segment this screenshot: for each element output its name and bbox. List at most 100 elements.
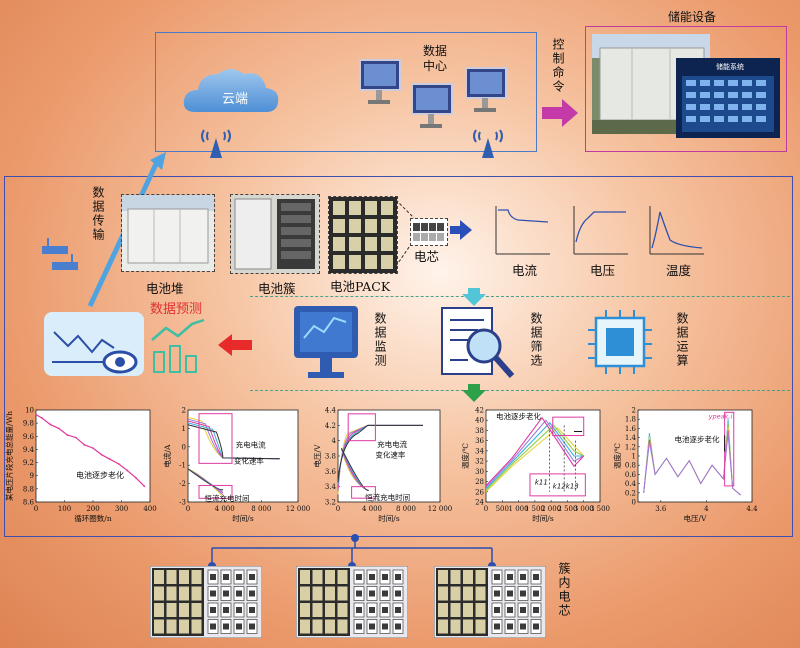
x-tick-label: 3 000 <box>574 505 594 513</box>
data-prediction-label: 数据预测 <box>150 302 203 317</box>
y-tick-label: 26 <box>475 488 484 496</box>
mini-plot-temperature-label: 温度 <box>666 263 692 278</box>
y-tick-label: 8.6 <box>23 499 35 507</box>
chart-annotation: 变化速率 <box>375 450 405 460</box>
x-tick-label: 300 <box>115 505 128 513</box>
y-tick-label: 1.8 <box>625 416 636 424</box>
temperature-series <box>485 421 584 490</box>
x-axis-label: 时间/s <box>378 513 400 523</box>
aging-energy-point <box>83 443 86 446</box>
y-tick-label: 3.8 <box>325 453 336 461</box>
battery-cluster-label: 电池簇 <box>258 281 296 296</box>
y-tick-label: 40 <box>475 417 484 425</box>
voltage-series <box>337 424 423 483</box>
cluster-cells-label: 簇内电芯 <box>557 562 571 618</box>
x-axis-label: 循环圈数/n <box>74 513 112 523</box>
temperature-series <box>485 424 584 491</box>
x-axis-label: 时间/s <box>532 513 554 523</box>
server-monitor-icon <box>465 67 507 112</box>
y-tick-label: 34 <box>475 447 484 455</box>
cluster-cells-photo <box>296 566 408 638</box>
aging-energy-point <box>143 485 146 488</box>
chart-annotation: 充电电流 <box>377 439 407 449</box>
y-tick-label: 42 <box>475 407 484 415</box>
cluster-cells-photo <box>434 566 546 638</box>
dtdv-series <box>643 433 741 496</box>
highlight-box <box>351 486 376 499</box>
y-tick-label: 32 <box>475 458 484 466</box>
y-tick-label: 1.4 <box>625 434 637 442</box>
chart-plot-area <box>35 409 151 503</box>
battery-analysis-frame <box>4 176 793 537</box>
x-tick-label: 400 <box>143 505 156 513</box>
y-tick-label: 8.8 <box>23 485 34 493</box>
filtering-magnifier-icon <box>441 307 515 378</box>
cell-to-plots-arrow-icon <box>450 220 472 240</box>
y-tick-label: 9 <box>30 472 34 480</box>
aging-energy-point <box>100 453 103 456</box>
y-tick-label: 4 <box>332 437 337 445</box>
highlight-box <box>347 413 376 442</box>
y-tick-label: -2 <box>179 480 186 488</box>
y-tick-label: 2 <box>632 407 636 415</box>
aging-energy-point <box>40 416 43 419</box>
y-tick-label: 2 <box>182 407 186 415</box>
mini-current-plot <box>495 206 550 255</box>
y-tick-label: 0 <box>182 443 186 451</box>
y-axis-label: 温度/℃ <box>460 443 470 469</box>
battery-cluster-photo <box>230 194 320 274</box>
battery-cell-label: 电芯 <box>414 249 440 264</box>
x-tick-label: 0 <box>484 505 488 513</box>
control-arrow-icon <box>542 99 578 127</box>
battery-stack-label: 电池堆 <box>146 281 184 296</box>
computing-chip-icon <box>588 310 652 374</box>
mini-temperature-plot <box>649 206 704 255</box>
y-tick-label: 9.6 <box>23 433 35 441</box>
down-arrow-cyan-icon <box>462 288 486 306</box>
x-tick-label: 0 <box>186 505 190 513</box>
y-tick-label: 38 <box>475 427 484 435</box>
datacenter-label: 数据中心 <box>422 44 447 73</box>
highlight-box <box>198 484 233 499</box>
aging-energy-point <box>49 423 52 426</box>
cloud-label: 云端 <box>222 92 249 107</box>
marker-label: k12 <box>553 483 567 491</box>
y-tick-label: 10 <box>25 407 34 415</box>
x-tick-label: 1 500 <box>525 505 545 513</box>
peak-label: ypeak,i <box>708 412 733 420</box>
x-tick-label: 12 000 <box>286 505 311 513</box>
aging-energy-point <box>75 436 77 439</box>
chart-annotation: 变化速率 <box>234 455 264 465</box>
highlight-box <box>198 413 233 464</box>
data-filtering-label: 数据筛选 <box>529 312 543 368</box>
x-tick-label: 12 000 <box>428 505 453 513</box>
storage-device-frame <box>585 26 787 152</box>
chart-annotation: 电池逐步老化 <box>496 411 541 421</box>
wifi-antenna-icon <box>473 129 503 158</box>
y-axis-label: 某电压片段充电总能量/Wh <box>4 411 14 501</box>
x-tick-label: 8 000 <box>251 505 271 513</box>
y-tick-label: 1 <box>182 425 186 433</box>
y-tick-label: 0 <box>632 499 636 507</box>
y-tick-label: 1.6 <box>625 425 637 433</box>
mini-plot-voltage-label: 电压 <box>590 263 616 278</box>
chart-annotation: 电池逐步老化 <box>674 434 719 444</box>
control-command-label: 控制命令 <box>551 38 565 94</box>
x-tick-label: 0 <box>34 505 38 513</box>
x-tick-label: 3.6 <box>655 505 667 513</box>
screen-title: 储能系统 <box>716 63 744 71</box>
aging-energy-point <box>134 476 137 479</box>
battery-pack-photo <box>328 196 398 274</box>
x-tick-label: 0 <box>336 505 340 513</box>
storage-system-screen <box>676 58 780 138</box>
x-tick-label: 4 000 <box>362 505 382 513</box>
x-axis-label: 时间/s <box>232 513 254 523</box>
highlight-box <box>552 416 585 437</box>
cloud-icon <box>183 69 279 112</box>
x-tick-label: 3 500 <box>590 505 610 513</box>
chart-annotation: 充电电流 <box>236 440 266 450</box>
aging-energy-series <box>35 414 145 487</box>
mini-plot-current-label: 电流 <box>512 263 538 278</box>
y-tick-label: 0.4 <box>625 480 637 488</box>
